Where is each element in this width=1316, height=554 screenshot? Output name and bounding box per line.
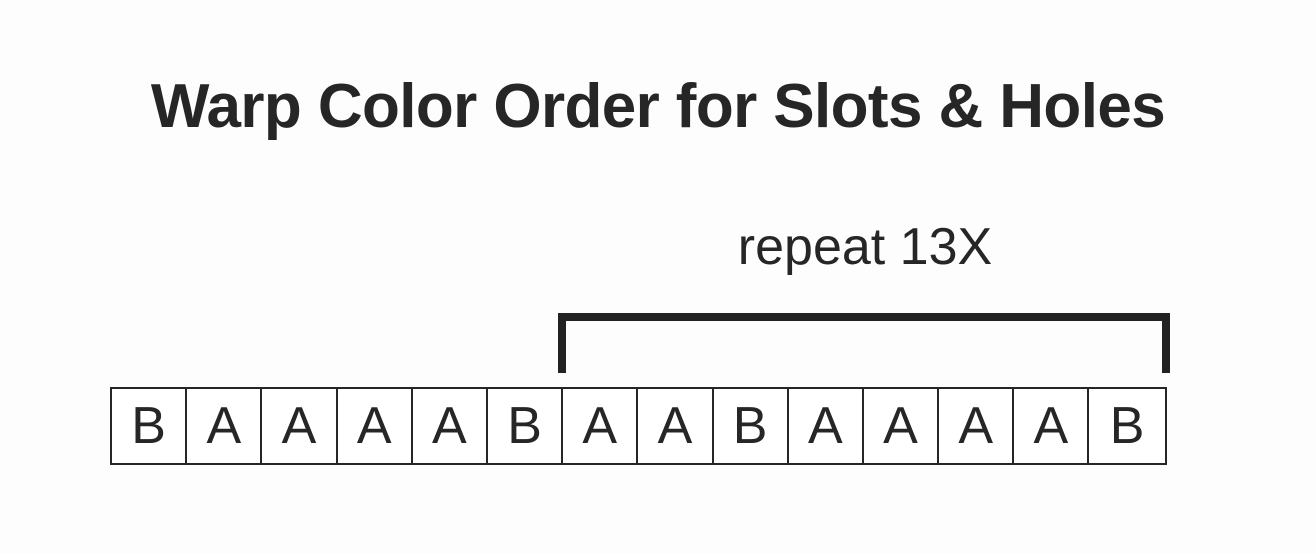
repeat-label: repeat 13X [737,218,993,276]
warp-cell: A [412,389,488,463]
warp-cell: A [638,389,714,463]
warp-cell: B [713,389,789,463]
warp-cell: A [863,389,940,463]
warp-cell: B [487,389,564,463]
warp-cell: A [788,389,864,463]
warp-cell: A [337,389,413,463]
warp-cell: B [112,389,188,463]
warp-cell: A [939,389,1015,463]
warp-cell: A [1014,389,1090,463]
warp-cell: B [1089,389,1165,463]
warp-cell: A [262,389,338,463]
bracket-left-leg [558,313,566,373]
warp-cell: A [563,389,639,463]
bracket-right-leg [1162,313,1170,373]
repeat-bracket [558,313,1170,373]
bracket-top-bar [558,313,1170,321]
page-title: Warp Color Order for Slots & Holes [150,72,1166,141]
warp-cell: A [187,389,263,463]
